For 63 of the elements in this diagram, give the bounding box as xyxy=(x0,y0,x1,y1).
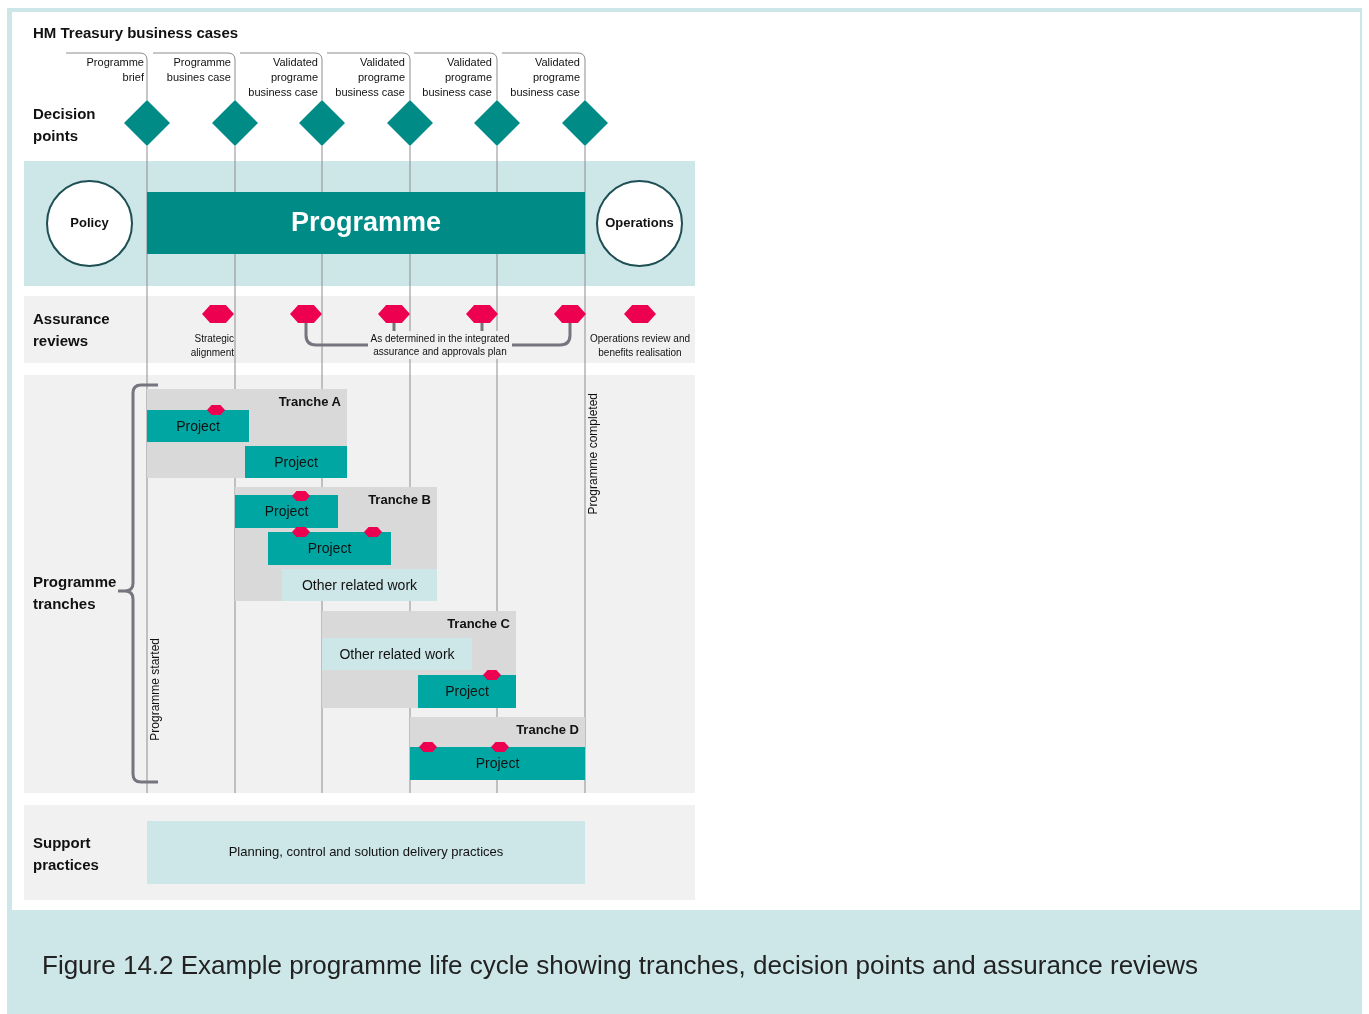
tranche-panel xyxy=(322,611,516,708)
section-heading: Programme tranches xyxy=(33,572,118,614)
review-marker xyxy=(207,405,225,415)
business-case-label: Validated programe business case xyxy=(240,53,318,101)
project-bar: Project xyxy=(410,747,585,780)
assurance-review-hexagon xyxy=(202,305,234,323)
business-case-label: Programme brief xyxy=(66,53,144,101)
assurance-review-hexagon xyxy=(554,305,586,323)
section-band xyxy=(24,805,695,900)
assurance-review-hexagon xyxy=(624,305,656,323)
project-bar: Project xyxy=(147,410,249,442)
programme-band xyxy=(24,161,695,286)
leader-line xyxy=(480,323,484,331)
decision-diamond xyxy=(124,100,170,146)
tranche-title: Tranche C xyxy=(447,616,510,631)
diagram-title: HM Treasury business cases xyxy=(33,24,239,41)
related-work-bar: Other related work xyxy=(322,638,472,670)
section-band xyxy=(24,375,695,793)
business-case-label: Programme busines case xyxy=(153,53,231,101)
leader-line xyxy=(512,323,572,347)
assurance-review-hexagon xyxy=(290,305,322,323)
assurance-review-hexagon xyxy=(378,305,410,323)
leader-line xyxy=(304,323,368,347)
decision-diamond xyxy=(474,100,520,146)
review-marker xyxy=(491,742,509,752)
practices-bar: Planning, control and solution delivery practices xyxy=(147,821,585,884)
project-bar: Project xyxy=(245,446,347,478)
milestone-label: Programme completed xyxy=(585,393,601,515)
review-marker xyxy=(292,491,310,501)
tranche-title: Tranche B xyxy=(368,492,431,507)
stage-circle: Policy xyxy=(46,180,133,267)
decision-diamond xyxy=(299,100,345,146)
project-bar: Project xyxy=(418,675,516,708)
milestone-label: Programme started xyxy=(147,638,163,741)
section-band xyxy=(24,296,695,363)
leader-line xyxy=(392,323,396,331)
tranche-panel xyxy=(235,487,437,601)
review-marker xyxy=(419,742,437,752)
tranche-panel xyxy=(147,389,347,478)
tranche-title: Tranche D xyxy=(516,722,579,737)
business-case-label: Validated programe business case xyxy=(414,53,492,101)
tranche-panel xyxy=(410,717,585,780)
annotation-text: Strategic alignment xyxy=(189,332,234,360)
project-bar: Project xyxy=(268,532,391,565)
stage-circle: Operations xyxy=(596,180,683,267)
review-marker xyxy=(364,527,382,537)
assurance-note: As determined in the integrated assurance and approvals plan xyxy=(368,331,512,359)
annotation-text: Operations review and benefits realisation xyxy=(588,332,692,360)
tranche-title: Tranche A xyxy=(278,394,341,409)
programme-bar: Programme xyxy=(147,192,585,254)
review-marker xyxy=(483,670,501,680)
project-bar: Project xyxy=(235,495,338,528)
section-heading: Support practices xyxy=(33,833,100,875)
decision-diamond xyxy=(212,100,258,146)
figure-caption: Figure 14.2 Example programme life cycle showing tranches, decision points and assurance reviews xyxy=(42,950,1199,981)
related-work-bar: Other related work xyxy=(282,569,437,601)
decision-diamond xyxy=(562,100,608,146)
section-heading: Assurance reviews xyxy=(33,309,111,351)
business-case-label: Validated programe business case xyxy=(327,53,405,101)
decision-diamond xyxy=(387,100,433,146)
row-heading: Decision points xyxy=(33,104,97,146)
assurance-review-hexagon xyxy=(466,305,498,323)
business-case-label: Validated programe business case xyxy=(502,53,580,101)
